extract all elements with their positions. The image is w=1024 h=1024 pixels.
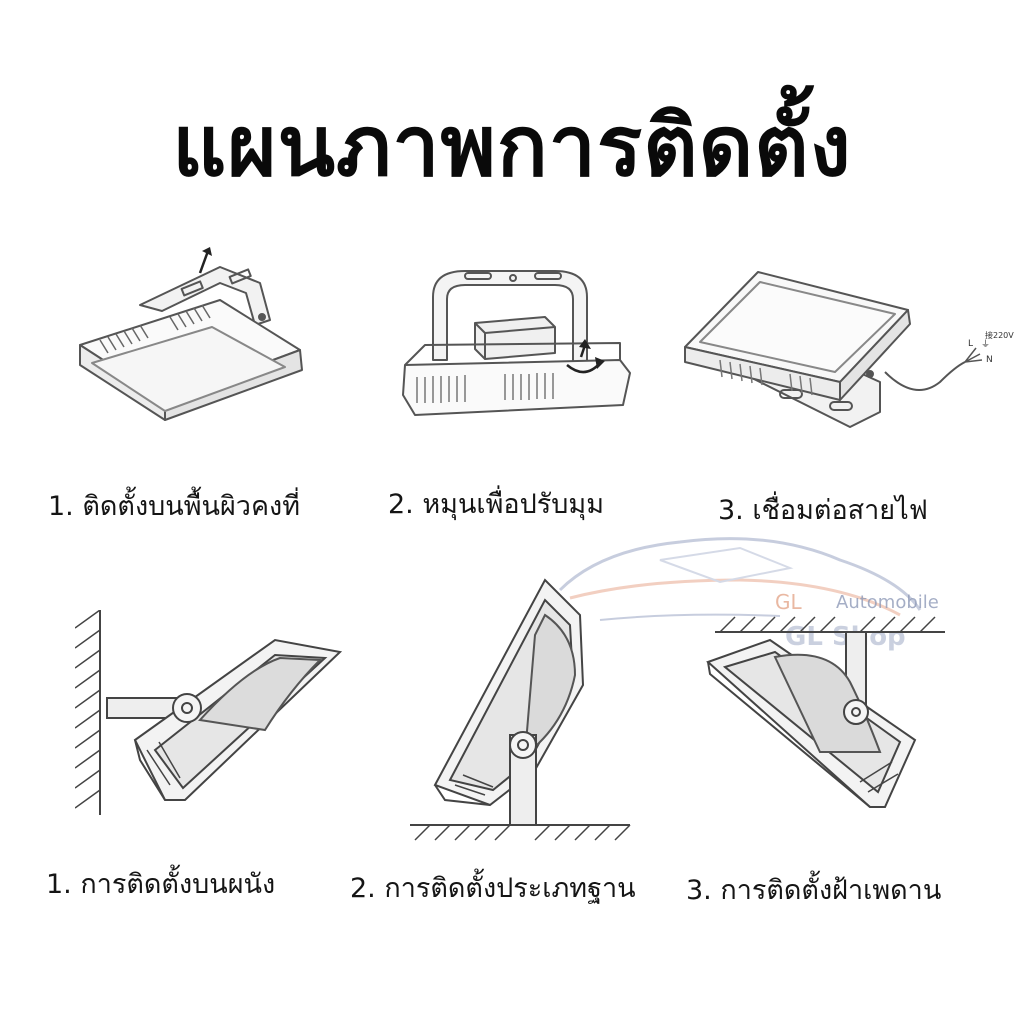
mount-caption-base: 2. การติดตั้งประเภทฐาน	[350, 873, 636, 904]
watermark-brand: GL	[775, 590, 802, 614]
rotate-adjust-figure	[402, 270, 631, 416]
page-title: แผนภาพการติดตั้ง	[172, 97, 852, 195]
voltage-label: 接220V	[985, 330, 1014, 340]
step-caption-rotate: 2. หมุนเพื่อปรับมุม	[388, 489, 605, 520]
wiring-figure: L ⏚ N 接220V	[684, 271, 1014, 428]
neutral-label: N	[986, 355, 993, 365]
wall-mount-figure	[75, 610, 343, 815]
watermark-automobile: Automobile	[836, 592, 939, 613]
ceiling-mount-figure	[706, 616, 945, 808]
surface-mount-figure	[79, 247, 303, 421]
base-mount-figure	[410, 578, 631, 841]
live-label: L	[968, 339, 973, 349]
step-caption-wiring: 3. เชื่อมต่อสายไฟ	[718, 495, 928, 526]
earth-symbol: ⏚	[981, 339, 990, 350]
mount-caption-ceiling: 3. การติดตั้งฝ้าเพดาน	[686, 875, 942, 906]
mount-caption-wall: 1. การติดตั้งบนผนัง	[46, 869, 276, 900]
step-caption-surface: 1. ติดตั้งบนพื้นผิวคงที่	[48, 491, 301, 522]
watermark-car-logo	[558, 537, 922, 621]
